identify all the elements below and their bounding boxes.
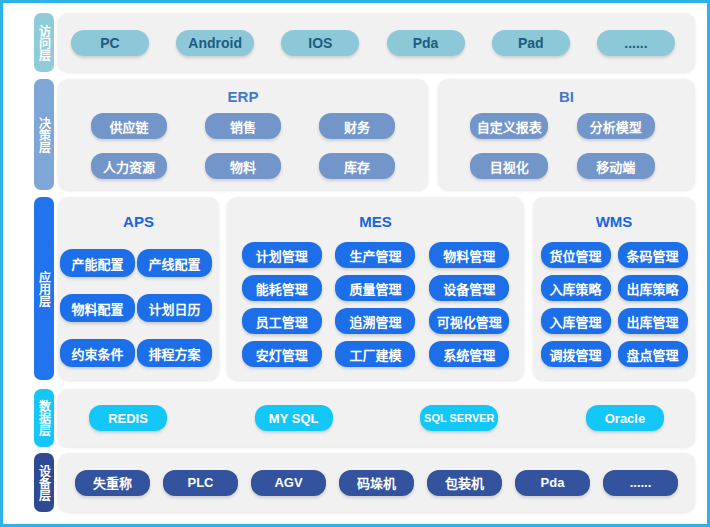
wms-module-node: 条码管理 <box>618 242 688 268</box>
mes-module-node: 可视化管理 <box>429 308 509 334</box>
wms-module-node: 盘点管理 <box>618 341 688 367</box>
layer-data: 数据层 REDIS MY SQL SQL SERVER Oracle <box>34 389 695 447</box>
mes-module-node: 设备管理 <box>429 275 509 301</box>
bi-title: BI <box>438 88 695 105</box>
layer-device: 设备层 失重称 PLC AGV 码垛机 包装机 Pda ...... <box>34 453 695 512</box>
mes-module-node: 系统管理 <box>429 341 509 367</box>
device-node: PLC <box>163 470 238 496</box>
mes-module-node: 工厂建模 <box>335 341 415 367</box>
erp-module-node: 库存 <box>319 153 395 179</box>
erp-module-node: 销售 <box>205 113 281 139</box>
wms-panel: WMS 货位管理 条码管理 入库策略 出库策略 入库管理 出库管理 调拨管理 盘… <box>533 197 695 380</box>
access-device-node: IOS <box>281 30 359 56</box>
wms-title: WMS <box>533 213 695 230</box>
erp-module-node: 物料 <box>205 153 281 179</box>
device-node: 失重称 <box>75 470 150 496</box>
wms-module-node: 出库策略 <box>618 275 688 301</box>
aps-module-node: 物料配置 <box>60 294 135 322</box>
database-node: MY SQL <box>255 405 333 431</box>
device-node: 包装机 <box>427 470 502 496</box>
layer-tab-device: 设备层 <box>34 453 54 512</box>
aps-module-node: 产线配置 <box>137 249 212 277</box>
bi-module-node: 自定义报表 <box>470 113 548 139</box>
mes-module-node: 物料管理 <box>429 242 509 268</box>
bi-module-node: 移动端 <box>577 153 655 179</box>
wms-module-node: 出库管理 <box>618 308 688 334</box>
mes-title: MES <box>227 213 524 230</box>
bi-module-node: 分析模型 <box>577 113 655 139</box>
mes-module-node: 质量管理 <box>335 275 415 301</box>
bi-panel: BI 自定义报表 分析模型 目视化 移动端 <box>438 79 695 190</box>
layer-tab-application: 应用层 <box>34 197 54 380</box>
aps-module-node: 约束条件 <box>60 339 135 367</box>
layer-tab-data: 数据层 <box>34 389 54 447</box>
aps-module-node: 计划日历 <box>137 294 212 322</box>
mes-module-node: 计划管理 <box>242 242 322 268</box>
mes-module-node: 能耗管理 <box>242 275 322 301</box>
wms-module-node: 入库管理 <box>541 308 611 334</box>
access-device-node: ...... <box>597 30 675 56</box>
layer-access: 访问层 PC Android IOS Pda Pad ...... <box>34 13 695 72</box>
access-panel: PC Android IOS Pda Pad ...... <box>58 13 695 72</box>
aps-title: APS <box>58 213 219 230</box>
device-node: 码垛机 <box>339 470 414 496</box>
wms-module-node: 货位管理 <box>541 242 611 268</box>
layer-tab-decision: 决策层 <box>34 79 54 190</box>
database-panel: REDIS MY SQL SQL SERVER Oracle <box>58 389 695 447</box>
device-node: Pda <box>515 470 590 496</box>
aps-panel: APS 产能配置 产线配置 物料配置 计划日历 约束条件 排程方案 <box>58 197 219 380</box>
erp-panel: ERP 供应链 销售 财务 人力资源 物料 库存 <box>58 79 428 190</box>
wms-module-node: 调拨管理 <box>541 341 611 367</box>
layer-decision: 决策层 ERP 供应链 销售 财务 人力资源 物料 库存 BI 自定义报表 分析… <box>34 79 695 190</box>
aps-module-node: 排程方案 <box>137 339 212 367</box>
erp-module-node: 人力资源 <box>91 153 167 179</box>
wms-module-node: 入库策略 <box>541 275 611 301</box>
access-device-node: Android <box>176 30 254 56</box>
layer-tab-access: 访问层 <box>34 13 54 72</box>
mes-panel: MES 计划管理 生产管理 物料管理 能耗管理 质量管理 设备管理 员工管理 追… <box>227 197 524 380</box>
bi-module-node: 目视化 <box>470 153 548 179</box>
access-device-node: PC <box>71 30 149 56</box>
database-node: REDIS <box>89 405 167 431</box>
device-panel: 失重称 PLC AGV 码垛机 包装机 Pda ...... <box>58 453 695 512</box>
mes-module-node: 追溯管理 <box>335 308 415 334</box>
device-node: AGV <box>251 470 326 496</box>
erp-module-node: 财务 <box>319 113 395 139</box>
mes-module-node: 安灯管理 <box>242 341 322 367</box>
aps-module-node: 产能配置 <box>60 249 135 277</box>
erp-module-node: 供应链 <box>91 113 167 139</box>
erp-title: ERP <box>58 88 428 105</box>
mes-module-node: 员工管理 <box>242 308 322 334</box>
access-device-node: Pda <box>387 30 465 56</box>
database-node: SQL SERVER <box>420 405 498 431</box>
layer-application: 应用层 APS 产能配置 产线配置 物料配置 计划日历 约束条件 排程方案 ME… <box>34 197 695 380</box>
database-node: Oracle <box>586 405 664 431</box>
access-device-node: Pad <box>492 30 570 56</box>
mes-module-node: 生产管理 <box>335 242 415 268</box>
device-node: ...... <box>603 470 678 496</box>
